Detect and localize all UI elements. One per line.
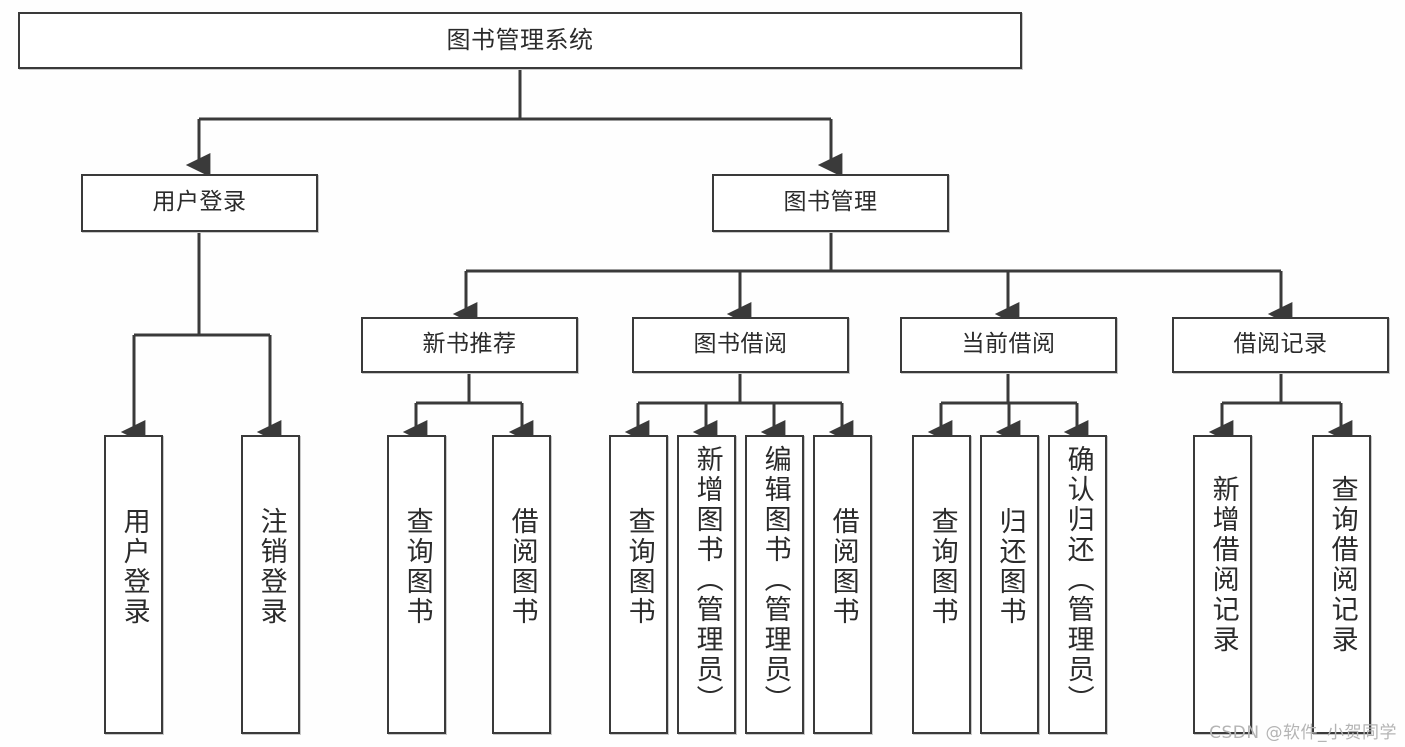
node-book-manage[interactable]: 图书管理 [712, 174, 949, 232]
node-leaf-add-book-label: 新增图书（管理员） [691, 445, 723, 715]
node-leaf-query-record[interactable]: 查询借阅记录 [1312, 435, 1371, 734]
node-leaf-return-book[interactable]: 归还图书 [980, 435, 1039, 734]
node-leaf-confirm-return-label: 确认归还（管理员） [1062, 445, 1094, 715]
node-leaf-logout[interactable]: 注销登录 [241, 435, 300, 734]
node-leaf-add-book[interactable]: 新增图书（管理员） [677, 435, 736, 734]
node-leaf-user-login-label: 用户登录 [118, 507, 150, 627]
node-leaf-confirm-return[interactable]: 确认归还（管理员） [1048, 435, 1107, 734]
node-leaf-query-record-label: 查询借阅记录 [1326, 475, 1358, 655]
node-root-label: 图书管理系统 [446, 26, 594, 55]
node-leaf-query-book-1-label: 查询图书 [401, 507, 433, 627]
node-leaf-query-book-3-label: 查询图书 [926, 507, 958, 627]
node-leaf-borrow-book-1-label: 借阅图书 [506, 507, 538, 627]
node-leaf-borrow-book-2-label: 借阅图书 [827, 507, 859, 627]
node-leaf-edit-book[interactable]: 编辑图书（管理员） [745, 435, 804, 734]
node-borrow-record-label: 借阅记录 [1233, 331, 1328, 358]
node-new-book-rec[interactable]: 新书推荐 [361, 317, 578, 373]
node-user-login-label: 用户登录 [152, 189, 247, 216]
watermark-text: CSDN @软件_小贺同学 [1209, 723, 1397, 743]
node-leaf-edit-book-label: 编辑图书（管理员） [759, 445, 791, 715]
node-book-borrow-label: 图书借阅 [693, 331, 788, 358]
node-leaf-return-book-label: 归还图书 [994, 507, 1026, 627]
node-book-borrow[interactable]: 图书借阅 [632, 317, 849, 373]
node-leaf-query-book-2[interactable]: 查询图书 [609, 435, 668, 734]
node-borrow-record[interactable]: 借阅记录 [1172, 317, 1389, 373]
node-leaf-borrow-book-1[interactable]: 借阅图书 [492, 435, 551, 734]
node-root[interactable]: 图书管理系统 [18, 12, 1022, 69]
node-leaf-add-record[interactable]: 新增借阅记录 [1193, 435, 1252, 734]
node-leaf-query-book-1[interactable]: 查询图书 [387, 435, 446, 734]
node-leaf-borrow-book-2[interactable]: 借阅图书 [813, 435, 872, 734]
node-new-book-rec-label: 新书推荐 [422, 331, 517, 358]
node-leaf-query-book-3[interactable]: 查询图书 [912, 435, 971, 734]
node-leaf-logout-label: 注销登录 [255, 507, 287, 627]
node-current-borrow-label: 当前借阅 [961, 331, 1056, 358]
node-book-manage-label: 图书管理 [783, 189, 878, 216]
node-leaf-user-login[interactable]: 用户登录 [104, 435, 163, 734]
node-leaf-query-book-2-label: 查询图书 [623, 507, 655, 627]
node-current-borrow[interactable]: 当前借阅 [900, 317, 1117, 373]
node-leaf-add-record-label: 新增借阅记录 [1207, 475, 1239, 655]
node-user-login[interactable]: 用户登录 [81, 174, 318, 232]
